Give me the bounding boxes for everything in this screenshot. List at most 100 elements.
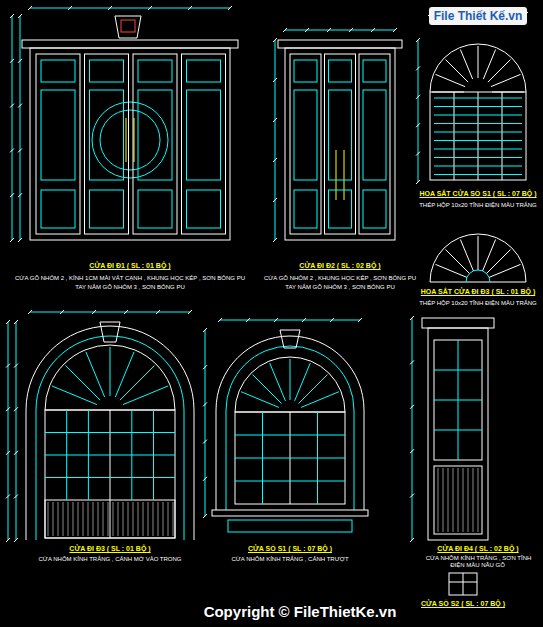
stroke (410, 449, 414, 453)
stroke (301, 392, 339, 408)
label-text: File Thiết Kế.vn (429, 7, 528, 25)
stroke (6, 538, 10, 542)
stroke (436, 74, 466, 86)
panel (41, 190, 75, 228)
stroke (285, 30, 395, 31)
stroke (18, 14, 22, 18)
label-text: CỬA ĐI Đ1 ( SL : 01 BỘ ) (88, 262, 171, 269)
iron-grille-d3 (430, 234, 526, 282)
stroke (434, 166, 522, 167)
door-d3 (26, 322, 194, 540)
stroke (10, 193, 14, 197)
stroke (203, 402, 207, 406)
panel (294, 60, 317, 82)
window-title: CỬA SỔ S2 ( SL : 07 BỘ ) (408, 600, 518, 608)
stroke (14, 451, 18, 455)
stroke (434, 400, 482, 401)
stroke (434, 132, 522, 133)
stroke (412, 318, 413, 540)
spec-note: THÉP HỘP 10x20 TĨNH ĐIỆN MÀU TRẮNG (418, 300, 538, 307)
stroke (273, 118, 277, 122)
stroke (18, 148, 22, 152)
stroke (274, 318, 278, 322)
stroke (434, 115, 522, 116)
stroke (410, 360, 414, 364)
panel (363, 190, 386, 228)
window-title: CỬA SỔ S1 ( SL : 07 BỘ ) (215, 545, 365, 553)
stroke (246, 318, 250, 322)
stroke (8, 322, 9, 540)
label-text: CỬA NHÔM KÍNH TRẮNG , SƠN TĨNH ĐIỆN MÀU … (425, 555, 532, 568)
stroke (416, 38, 420, 42)
label-text: CỬA NHÔM KÍNH TRẮNG , CÁNH MỞ VÀO TRONG (37, 556, 182, 562)
stroke (10, 104, 14, 108)
stroke (188, 6, 192, 10)
stroke (478, 468, 479, 532)
stroke (92, 310, 96, 314)
stroke (434, 106, 522, 107)
door-title: CỬA ĐI Đ1 ( SL : 01 BỘ ) (10, 262, 250, 270)
panel (138, 190, 172, 228)
stroke (18, 59, 22, 63)
stroke (253, 375, 282, 404)
panel (187, 60, 221, 82)
stroke (10, 14, 14, 18)
label-text: TAY NẮM GỖ NHÓM 3 , SƠN BÓNG PU (74, 284, 186, 290)
spec-note: CỬA NHÔM KÍNH TRẮNG , CÁNH TRƯỢT (215, 556, 365, 563)
door-d1 (22, 16, 238, 240)
stroke (63, 502, 64, 536)
stroke (203, 477, 207, 481)
panel (90, 190, 124, 228)
stroke (220, 320, 360, 321)
panel (138, 90, 172, 180)
stroke (60, 310, 64, 314)
stroke (6, 451, 10, 455)
stroke (14, 494, 18, 498)
stroke (478, 236, 479, 270)
stroke (10, 238, 14, 242)
stroke (203, 514, 207, 518)
panel (36, 54, 80, 234)
repeat-strokes (6, 6, 528, 542)
stroke (6, 494, 10, 498)
label-text: CỬA GỖ NHÓM 2 , KÍNH 1CM MÀI VÁT CẠNH , … (14, 275, 246, 281)
stroke (305, 28, 309, 32)
stroke (133, 502, 134, 536)
stroke (10, 59, 14, 63)
stroke (6, 320, 10, 324)
stroke (416, 123, 420, 127)
stroke (453, 468, 454, 532)
stroke (113, 502, 114, 536)
stroke (14, 320, 18, 324)
panel (290, 54, 321, 234)
stroke (458, 468, 459, 532)
stroke (330, 318, 334, 322)
stroke (203, 440, 207, 444)
stroke (98, 502, 99, 536)
stroke (138, 502, 139, 536)
door-title: CỬA ĐI Đ3 ( SL : 01 BỘ ) (20, 545, 200, 553)
stroke (491, 74, 521, 86)
stroke (349, 28, 353, 32)
panel (41, 60, 75, 82)
panel (41, 90, 75, 180)
panel (294, 190, 317, 228)
stroke (290, 359, 291, 400)
stroke (445, 59, 468, 82)
stroke (434, 157, 522, 158)
stroke (410, 538, 414, 542)
stroke (20, 16, 21, 240)
stroke (483, 50, 495, 80)
stroke (118, 502, 119, 536)
stroke (478, 46, 479, 78)
stroke (115, 352, 134, 397)
door-d2 (278, 40, 402, 240)
stroke (68, 6, 72, 10)
stroke (148, 502, 149, 536)
stroke (410, 405, 414, 409)
stroke (434, 370, 482, 371)
panel (85, 54, 129, 234)
door-title: CỬA ĐI Đ4 ( SL : 02 BỘ ) (418, 545, 538, 553)
stroke (460, 50, 472, 80)
